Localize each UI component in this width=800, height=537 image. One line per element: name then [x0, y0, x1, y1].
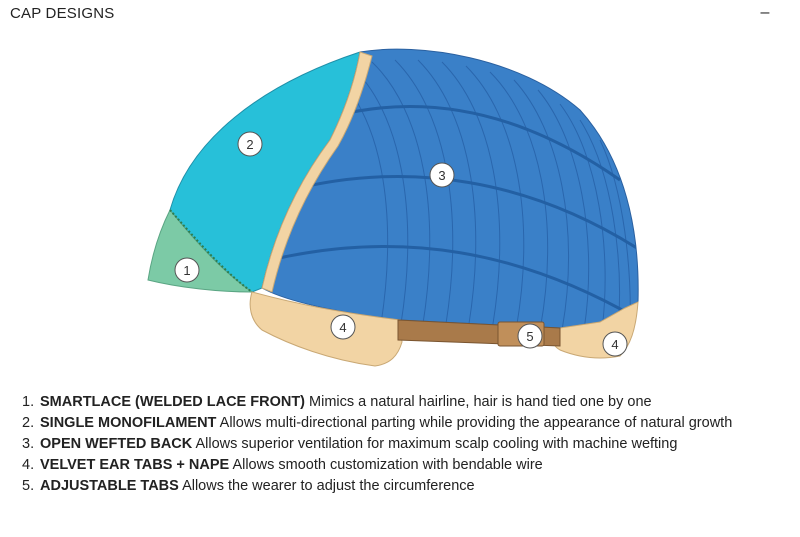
legend-title: VELVET EAR TABS + NAPE: [40, 457, 230, 473]
svg-text:4: 4: [611, 337, 618, 352]
legend-number: 2.: [22, 415, 35, 431]
cap-illustration: 1 2 3 4 4 5: [147, 48, 639, 367]
collapse-toggle-icon[interactable]: –: [760, 4, 770, 21]
marker-4-left: 4: [330, 314, 356, 340]
legend-item: 2. SINGLE MONOFILAMENT Allows multi-dire…: [22, 413, 762, 434]
svg-text:4: 4: [339, 320, 346, 335]
svg-text:3: 3: [438, 168, 445, 183]
marker-5: 5: [517, 323, 543, 349]
legend-list: 1. SMARTLACE (WELDED LACE FRONT) Mimics …: [22, 392, 762, 497]
legend-description: Allows multi-directional parting while p…: [219, 415, 733, 431]
legend-title: SMARTLACE (WELDED LACE FRONT): [40, 394, 306, 410]
legend-item: 1. SMARTLACE (WELDED LACE FRONT) Mimics …: [22, 392, 762, 413]
section-title: CAP DESIGNS: [10, 5, 115, 22]
legend-title: OPEN WEFTED BACK: [40, 436, 193, 452]
marker-4-right: 4: [602, 331, 628, 357]
zone-smartlace: [147, 209, 254, 293]
legend-number: 1.: [22, 394, 35, 410]
seam-border: [261, 51, 373, 293]
section-header: CAP DESIGNS –: [10, 3, 790, 27]
legend-item: 5. ADJUSTABLE TABS Allows the wearer to …: [22, 476, 762, 497]
legend-description: Allows the wearer to adjust the circumfe…: [182, 478, 475, 494]
legend-title: ADJUSTABLE TABS: [40, 478, 179, 494]
svg-text:2: 2: [246, 137, 253, 152]
legend-number: 3.: [22, 436, 35, 452]
legend-item: 3. OPEN WEFTED BACK Allows superior vent…: [22, 434, 762, 455]
legend-number: 5.: [22, 478, 35, 494]
svg-text:1: 1: [183, 263, 190, 278]
marker-3: 3: [429, 162, 455, 188]
legend-description: Allows superior ventilation for maximum …: [195, 436, 678, 452]
legend-title: SINGLE MONOFILAMENT: [40, 415, 217, 431]
legend-item: 4. VELVET EAR TABS + NAPE Allows smooth …: [22, 455, 762, 476]
cap-diagram: 1 2 3 4 4 5: [0, 30, 800, 380]
svg-text:5: 5: [526, 329, 533, 344]
marker-2: 2: [237, 131, 263, 157]
zone-ear-tab: [249, 291, 403, 367]
legend-number: 4.: [22, 457, 35, 473]
legend-description: Allows smooth customization with bendabl…: [232, 457, 543, 473]
legend-description: Mimics a natural hairline, hair is hand …: [309, 394, 652, 410]
marker-1: 1: [174, 257, 200, 283]
